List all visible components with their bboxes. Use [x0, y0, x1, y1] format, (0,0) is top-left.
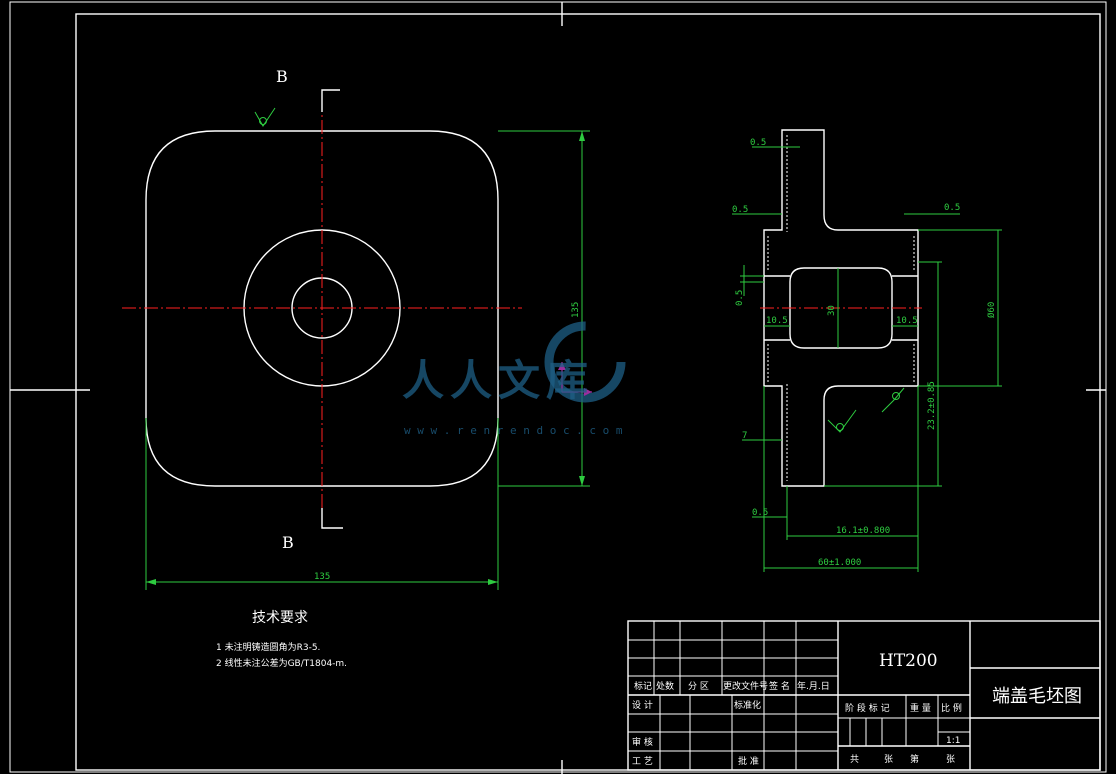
- tech-item-2: 2 线性未注公差为GB/T1804-m.: [216, 657, 347, 669]
- tb-bili: 比 例: [941, 702, 962, 714]
- tb-shenhe: 审 核: [632, 736, 653, 748]
- dim-23-2: 23.2±0.85: [927, 381, 937, 430]
- tb-pizhun: 批 准: [738, 755, 759, 767]
- section-label-top: B: [276, 67, 288, 86]
- tb-sheji: 设 计: [632, 699, 653, 711]
- tb-zhang1: 张: [884, 754, 893, 765]
- dim-135-vertical: 135: [571, 302, 581, 318]
- dim-60: 60±1.000: [818, 558, 861, 568]
- tb-di: 第: [910, 753, 919, 765]
- dim-10-5-left: 10.5: [766, 316, 788, 326]
- tb-chushu: 处数: [656, 680, 674, 692]
- front-view: [122, 89, 590, 590]
- dim-0-5-d: 0.5: [735, 290, 745, 306]
- watermark-logo-text: 人人文库: [402, 356, 594, 405]
- dim-0-5-e: 0.5: [752, 508, 768, 518]
- tb-scale: 1:1: [946, 736, 960, 746]
- tb-biaozhunhua: 标准化: [734, 699, 761, 711]
- dim-0-5-a: 0.5: [750, 138, 766, 148]
- tb-gengai: 更改文件号: [723, 680, 768, 692]
- tb-date: 年.月.日: [797, 680, 830, 692]
- tb-material: HT200: [879, 651, 938, 671]
- tb-jieduan: 阶 段 标 记: [845, 702, 890, 714]
- dim-7: 7: [742, 431, 747, 441]
- tb-qianming: 签 名: [769, 680, 790, 692]
- dim-30: 30: [827, 305, 837, 316]
- section-view: [732, 129, 1002, 572]
- dim-phi60: Ø60: [986, 302, 997, 318]
- dim-135-horizontal: 135: [314, 572, 330, 582]
- tb-fenqu: 分 区: [688, 681, 709, 692]
- tech-item-1: 1 未注明铸造圆角为R3-5.: [216, 641, 320, 653]
- watermark-url: w w w . r e n r e n d o c . c o m: [404, 424, 623, 437]
- watermark: [544, 321, 626, 403]
- dim-16-1: 16.1±0.800: [836, 526, 890, 536]
- tb-gong: 共: [850, 754, 859, 765]
- dim-0-5-c: 0.5: [944, 203, 960, 213]
- tb-gongyi: 工 艺: [632, 756, 653, 767]
- section-label-bottom: B: [282, 533, 294, 552]
- tech-title: 技术要求: [252, 610, 308, 626]
- tb-zhang2: 张: [946, 754, 955, 765]
- title-block: [627, 620, 1101, 771]
- dim-10-5-right: 10.5: [896, 316, 918, 326]
- tb-drawing-name: 端盖毛坯图: [992, 686, 1082, 707]
- sheet-border: [9, 1, 1107, 774]
- tb-biaoji: 标记: [634, 680, 652, 692]
- dim-0-5-b: 0.5: [732, 205, 748, 215]
- tb-zhongliang: 重 量: [910, 702, 931, 714]
